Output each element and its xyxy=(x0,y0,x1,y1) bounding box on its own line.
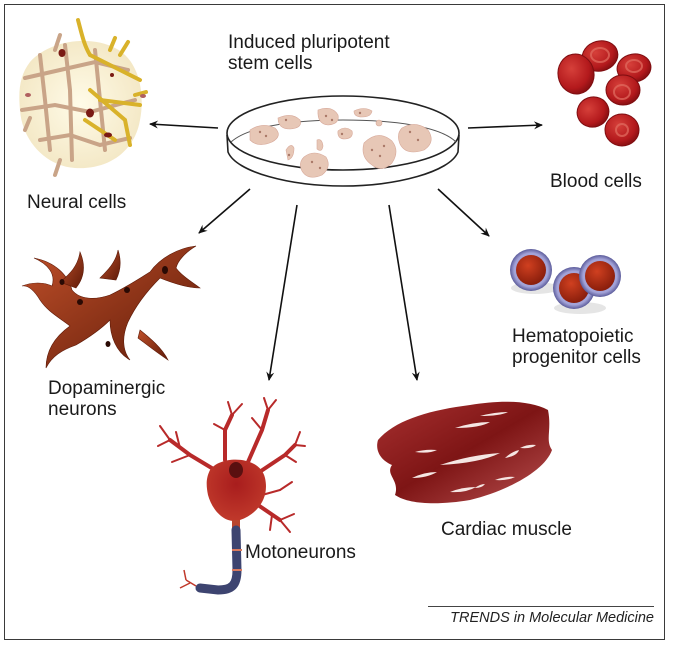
label-cardiac-muscle: Cardiac muscle xyxy=(441,519,572,540)
arrow-to-neural xyxy=(149,120,219,129)
label-motoneurons: Motoneurons xyxy=(245,542,356,563)
arrow-to-cardiac xyxy=(388,204,420,381)
arrow-to-motoneurons xyxy=(266,204,298,381)
petri-dish-icon xyxy=(226,95,460,187)
cardiac-muscle-icon xyxy=(377,401,552,504)
motoneuron-icon xyxy=(157,397,306,595)
label-dopaminergic-neurons: Dopaminergic neurons xyxy=(48,378,166,420)
blood-cells-icon xyxy=(557,40,652,147)
arrow-to-hematopoietic xyxy=(437,188,490,237)
hematopoietic-cells-icon xyxy=(510,249,621,314)
label-hematopoietic-progenitor-cells: Hematopoietic progenitor cells xyxy=(512,326,641,368)
label-neural-cells: Neural cells xyxy=(27,192,127,213)
arrow-to-dopaminergic xyxy=(198,188,251,234)
label-blood-cells: Blood cells xyxy=(550,171,642,192)
arrow-to-blood xyxy=(467,121,543,130)
source-label-ipsc: Induced pluripotent stem cells xyxy=(228,32,390,74)
neural-cells-icon xyxy=(19,18,148,177)
source-credit: TRENDS in Molecular Medicine xyxy=(428,606,654,626)
dopaminergic-neurons-icon xyxy=(21,245,201,369)
